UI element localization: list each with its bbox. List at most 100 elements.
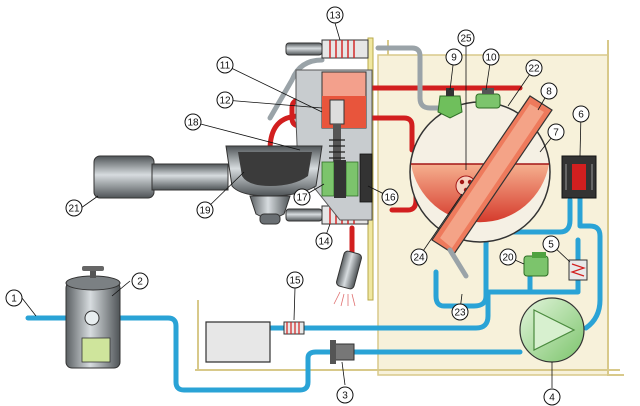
callout-number: 20: [502, 253, 514, 264]
callout-circle: [543, 388, 561, 406]
heat-exchanger: [431, 95, 553, 279]
check-valve-line: [487, 237, 581, 295]
steam-wand-arm: [267, 57, 325, 121]
callout-number: 13: [329, 11, 341, 22]
callout-number: 14: [318, 237, 330, 248]
callout-15: 15: [286, 271, 304, 289]
pump-to-expansion-pipe: [577, 193, 603, 331]
expansion-to-boiler-pipe: [433, 197, 573, 309]
callout-number: 11: [220, 61, 231, 72]
spout-spray: [333, 291, 356, 307]
water-softener: [65, 266, 121, 369]
callout-14: 14: [315, 232, 333, 250]
callout-25: 25: [457, 29, 475, 47]
callout-20: 20: [499, 248, 517, 266]
steam-valve-knob: [285, 42, 323, 56]
steam-pipe-top: [375, 45, 463, 111]
callout-number: 8: [546, 87, 552, 98]
heat-exchanger-outlet: [447, 247, 469, 279]
callout-21: 21: [65, 199, 83, 217]
callout-24: 24: [410, 248, 428, 266]
callout-18: 18: [184, 113, 202, 131]
steam-circuit: [267, 45, 463, 121]
callout-8: 8: [540, 82, 558, 100]
callout-17: 17: [293, 188, 311, 206]
callout-number: 16: [384, 193, 396, 204]
callout-number: 9: [451, 53, 457, 64]
solenoid-valve: [329, 99, 345, 125]
water-pump: [519, 297, 585, 363]
callout-circle: [482, 48, 500, 66]
mushroom-valve-spring: [329, 139, 345, 165]
callout-number: 23: [454, 308, 466, 319]
level-probe-cap: [532, 252, 546, 258]
group-gasket-right: [345, 161, 359, 197]
flow-meter: [283, 321, 305, 335]
heating-element-dot-1: [459, 179, 465, 185]
callout-12: 12: [216, 91, 234, 109]
cold-water-arrows: [36, 198, 582, 392]
callout-22: 22: [525, 59, 543, 77]
callout-circle: [445, 48, 463, 66]
callout-3: 3: [336, 386, 354, 404]
pressure-switch-body: [333, 343, 355, 361]
callout-circle: [381, 188, 399, 206]
drip-tray-body: [205, 321, 271, 363]
callout-circle: [65, 199, 83, 217]
level-probe: [523, 252, 549, 277]
expansion-valve: [561, 155, 597, 199]
callout-5: 5: [542, 235, 560, 253]
callout-13: 13: [326, 6, 344, 24]
expansion-valve-lines: [565, 164, 593, 190]
steam-valve: [285, 39, 369, 59]
portafilter-handle: [93, 155, 155, 199]
callout-2: 2: [131, 272, 149, 290]
softener-outlet-pipe: [109, 315, 523, 393]
callout-4: 4: [543, 388, 561, 406]
callout-number: 21: [68, 204, 80, 215]
steam-valve-body: [321, 39, 369, 59]
callout-circle: [216, 91, 234, 109]
callout-number: 2: [137, 277, 143, 288]
callout-6: 6: [572, 105, 590, 123]
safety-valve-body: [437, 95, 463, 119]
safety-valve: [437, 88, 463, 119]
callout-number: 15: [289, 276, 301, 287]
softener-handle-stem: [90, 268, 96, 278]
portafilter-arm: [151, 163, 229, 191]
flow-meter-spring: [286, 322, 300, 334]
callout-circle: [547, 123, 565, 141]
portafilter: [93, 145, 323, 225]
group-return-pipe: [369, 115, 415, 153]
pressure-switch-cap: [330, 340, 336, 364]
callout-circle: [410, 248, 428, 266]
callout-circle: [499, 248, 517, 266]
callout-circle: [196, 201, 214, 219]
pump-impeller-triangle: [533, 309, 576, 351]
expansion-valve-window: [572, 164, 586, 190]
callout-number: 22: [528, 64, 540, 75]
callout-number: 24: [413, 253, 425, 264]
callout-number: 6: [578, 110, 584, 121]
callout-circle: [131, 272, 149, 290]
callout-7: 7: [547, 123, 565, 141]
callout-number: 3: [342, 391, 348, 402]
callout-number: 12: [219, 96, 231, 107]
pressure-switch: [330, 340, 355, 364]
callout-circle: [451, 303, 469, 321]
vacuum-valve-body: [475, 93, 501, 109]
portafilter-spout-tip: [259, 213, 281, 225]
callout-circle: [542, 235, 560, 253]
callout-number: 19: [199, 206, 211, 217]
softener-cap: [65, 275, 121, 291]
safety-valve-top: [446, 88, 454, 96]
callout-16: 16: [381, 188, 399, 206]
callout-number: 5: [548, 240, 554, 251]
callout-circle: [286, 271, 304, 289]
callout-10: 10: [482, 48, 500, 66]
hot-water-valve-knob: [285, 208, 323, 222]
hot-water-spout: [333, 250, 362, 307]
vacuum-valve: [475, 88, 501, 109]
